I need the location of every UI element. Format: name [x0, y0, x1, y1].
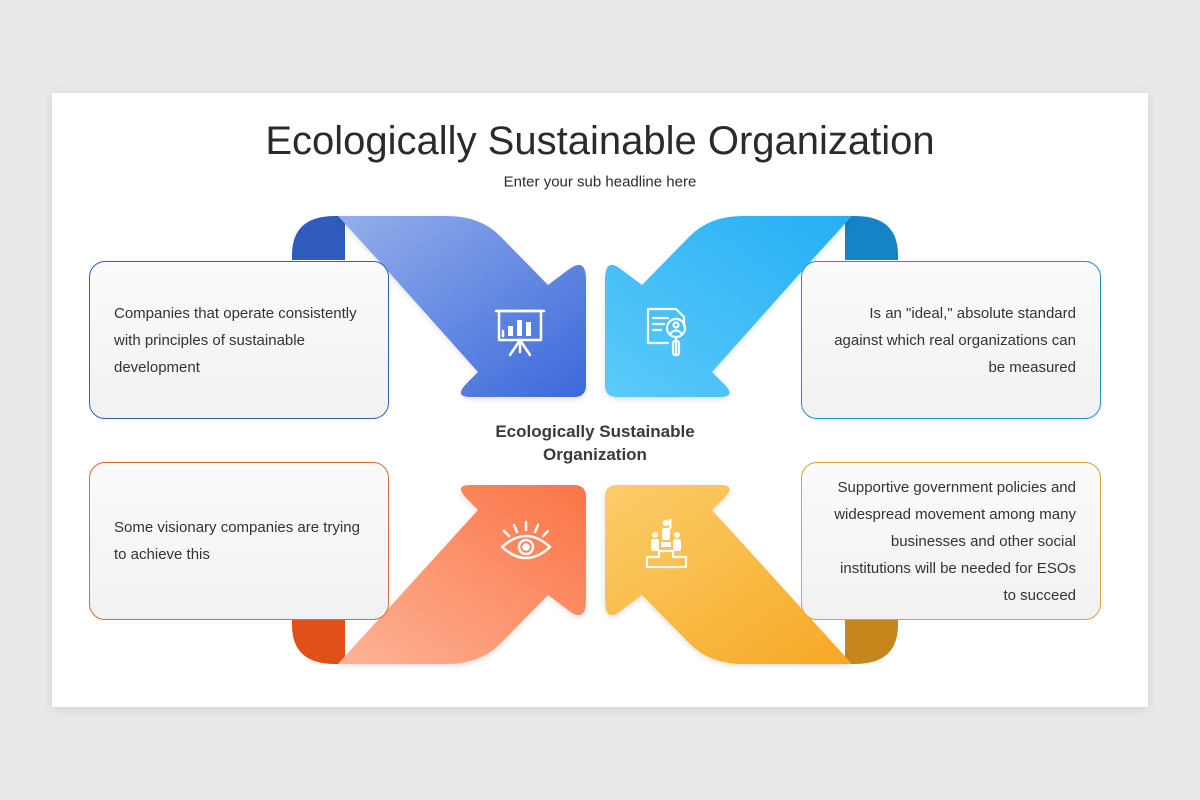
center-label: Ecologically Sustainable Organization	[495, 422, 695, 464]
presentation-board-icon	[494, 309, 546, 357]
card-top-right: Is an "ideal," absolute standard against…	[801, 261, 1101, 419]
page-subtitle: Enter your sub headline here	[503, 173, 697, 191]
page-title: Ecologically Sustainable Organization	[265, 119, 935, 163]
card-top-left-text: Companies that operate consistently with…	[114, 304, 357, 376]
podium-people-icon	[651, 519, 681, 551]
arrow-top-right	[605, 216, 898, 397]
card-bottom-right: Supportive government policies and wides…	[801, 462, 1101, 620]
card-bottom-left-text: Some visionary companies are trying to a…	[114, 519, 360, 563]
card-bottom-right-text: Supportive government policies and wides…	[834, 478, 1076, 604]
card-bottom-left: Some visionary companies are trying to a…	[89, 462, 389, 620]
arrow-bottom-left	[292, 485, 586, 664]
arrow-top-left	[292, 216, 586, 397]
card-top-left: Companies that operate consistently with…	[89, 261, 389, 419]
document-magnifier-icon	[646, 307, 687, 357]
podium-steps	[645, 549, 688, 569]
card-top-right-text: Is an "ideal," absolute standard against…	[834, 304, 1076, 376]
eye-icon	[500, 520, 552, 560]
